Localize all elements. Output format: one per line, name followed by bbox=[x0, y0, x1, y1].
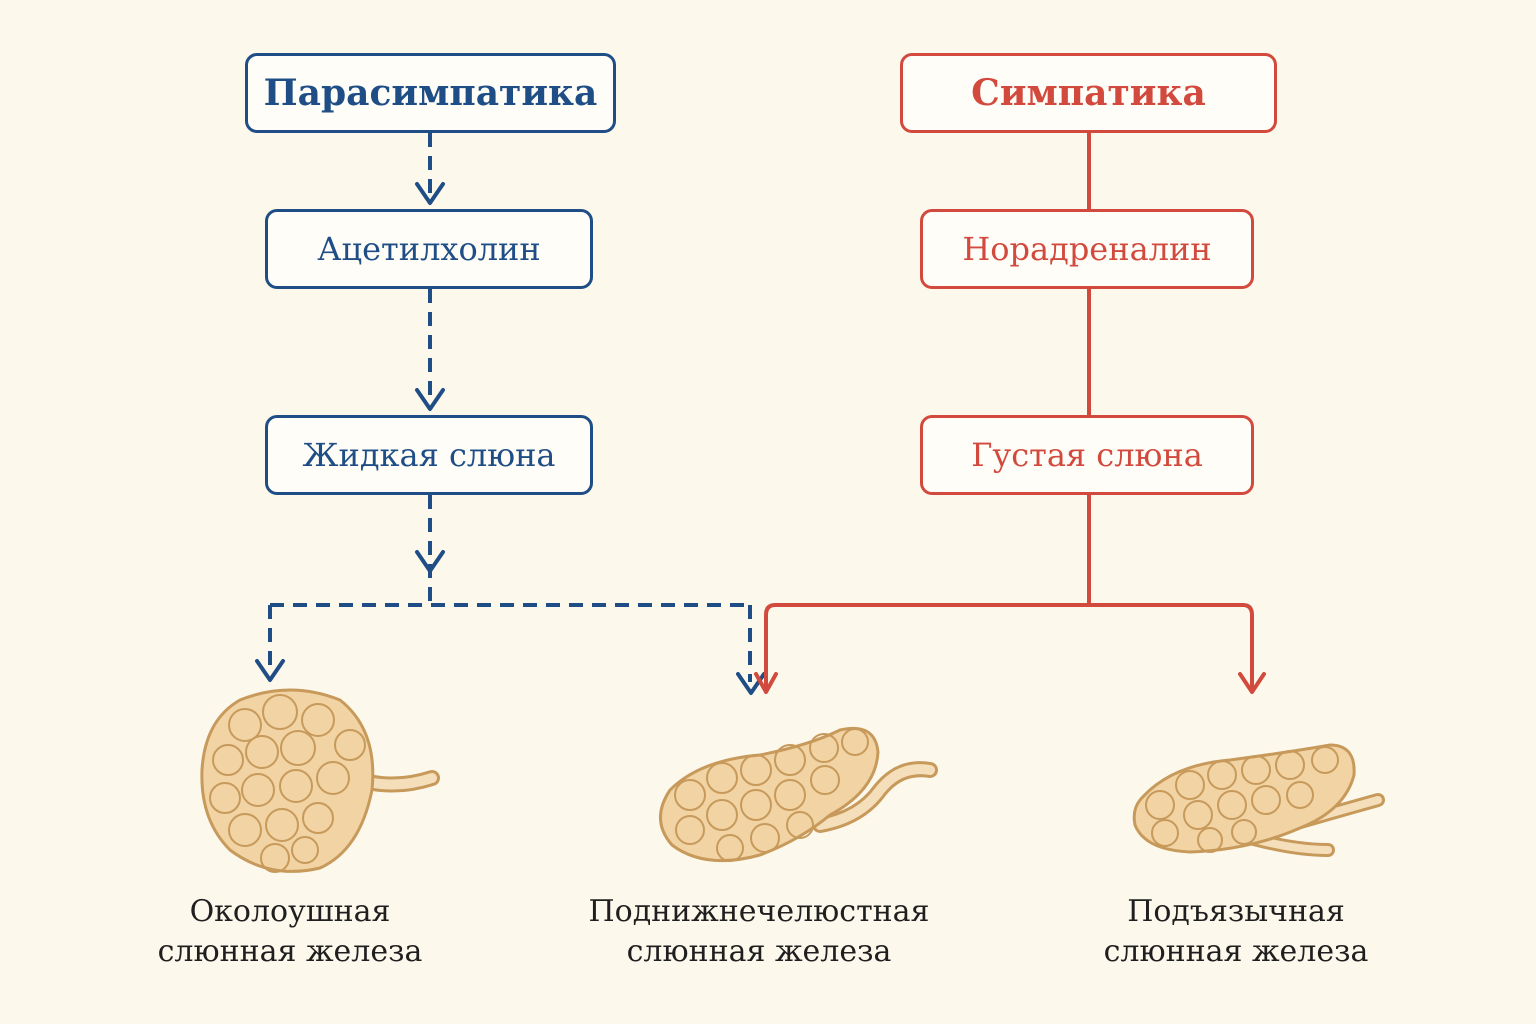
parasympathetic-connectors bbox=[268, 133, 752, 682]
sympathetic-connectors bbox=[754, 131, 1266, 694]
sublingual-label-line2: слюнная железа bbox=[1103, 934, 1369, 969]
acetylcholine-box: Ацетилхолин bbox=[265, 209, 593, 289]
parotid-gland-illustration bbox=[200, 688, 440, 873]
submandibular-gland-illustration bbox=[659, 726, 938, 863]
parasympathetic-title: Парасимпатика bbox=[263, 72, 598, 114]
arrowhead-to-sublingual bbox=[1238, 672, 1266, 694]
connector-branch-right-red bbox=[1241, 603, 1254, 690]
arrowhead-to-submandibular-red bbox=[754, 672, 778, 694]
acetylcholine-label: Ацетилхолин bbox=[317, 230, 541, 268]
noradrenaline-label: Норадреналин bbox=[962, 230, 1212, 268]
arrowhead-to-saliva bbox=[415, 388, 445, 411]
arrowhead-saliva-down bbox=[415, 550, 445, 573]
thick-saliva-label: Густая слюна bbox=[971, 436, 1203, 474]
sublingual-label-line1: Подъязычная bbox=[1127, 894, 1345, 929]
noradrenaline-box: Норадреналин bbox=[920, 209, 1254, 289]
arrowhead-to-mediator bbox=[415, 182, 445, 205]
liquid-saliva-label: Жидкая слюна bbox=[302, 436, 556, 474]
parotid-gland-label: Околоушная слюнная железа bbox=[80, 892, 500, 972]
submandibular-label-line2: слюнная железа bbox=[626, 934, 892, 969]
submandibular-body bbox=[659, 726, 880, 863]
parasympathetic-title-box: Парасимпатика bbox=[245, 53, 616, 133]
sublingual-gland-label: Подъязычная слюнная железа bbox=[1026, 892, 1446, 972]
submandibular-label-line1: Поднижнечелюстная bbox=[588, 894, 930, 929]
sympathetic-title-box: Симпатика bbox=[900, 53, 1277, 133]
submandibular-gland-label: Поднижнечелюстная слюнная железа bbox=[549, 892, 969, 972]
arrowhead-to-parotid bbox=[255, 659, 285, 682]
parotid-label-line2: слюнная железа bbox=[157, 934, 423, 969]
sympathetic-title: Симпатика bbox=[971, 72, 1206, 114]
parotid-body bbox=[200, 688, 375, 873]
connector-branch-left-red bbox=[764, 603, 777, 690]
thick-saliva-box: Густая слюна bbox=[920, 415, 1254, 495]
sublingual-gland-illustration bbox=[1132, 743, 1385, 857]
parotid-label-line1: Околоушная bbox=[189, 894, 391, 929]
liquid-saliva-box: Жидкая слюна bbox=[265, 415, 593, 495]
